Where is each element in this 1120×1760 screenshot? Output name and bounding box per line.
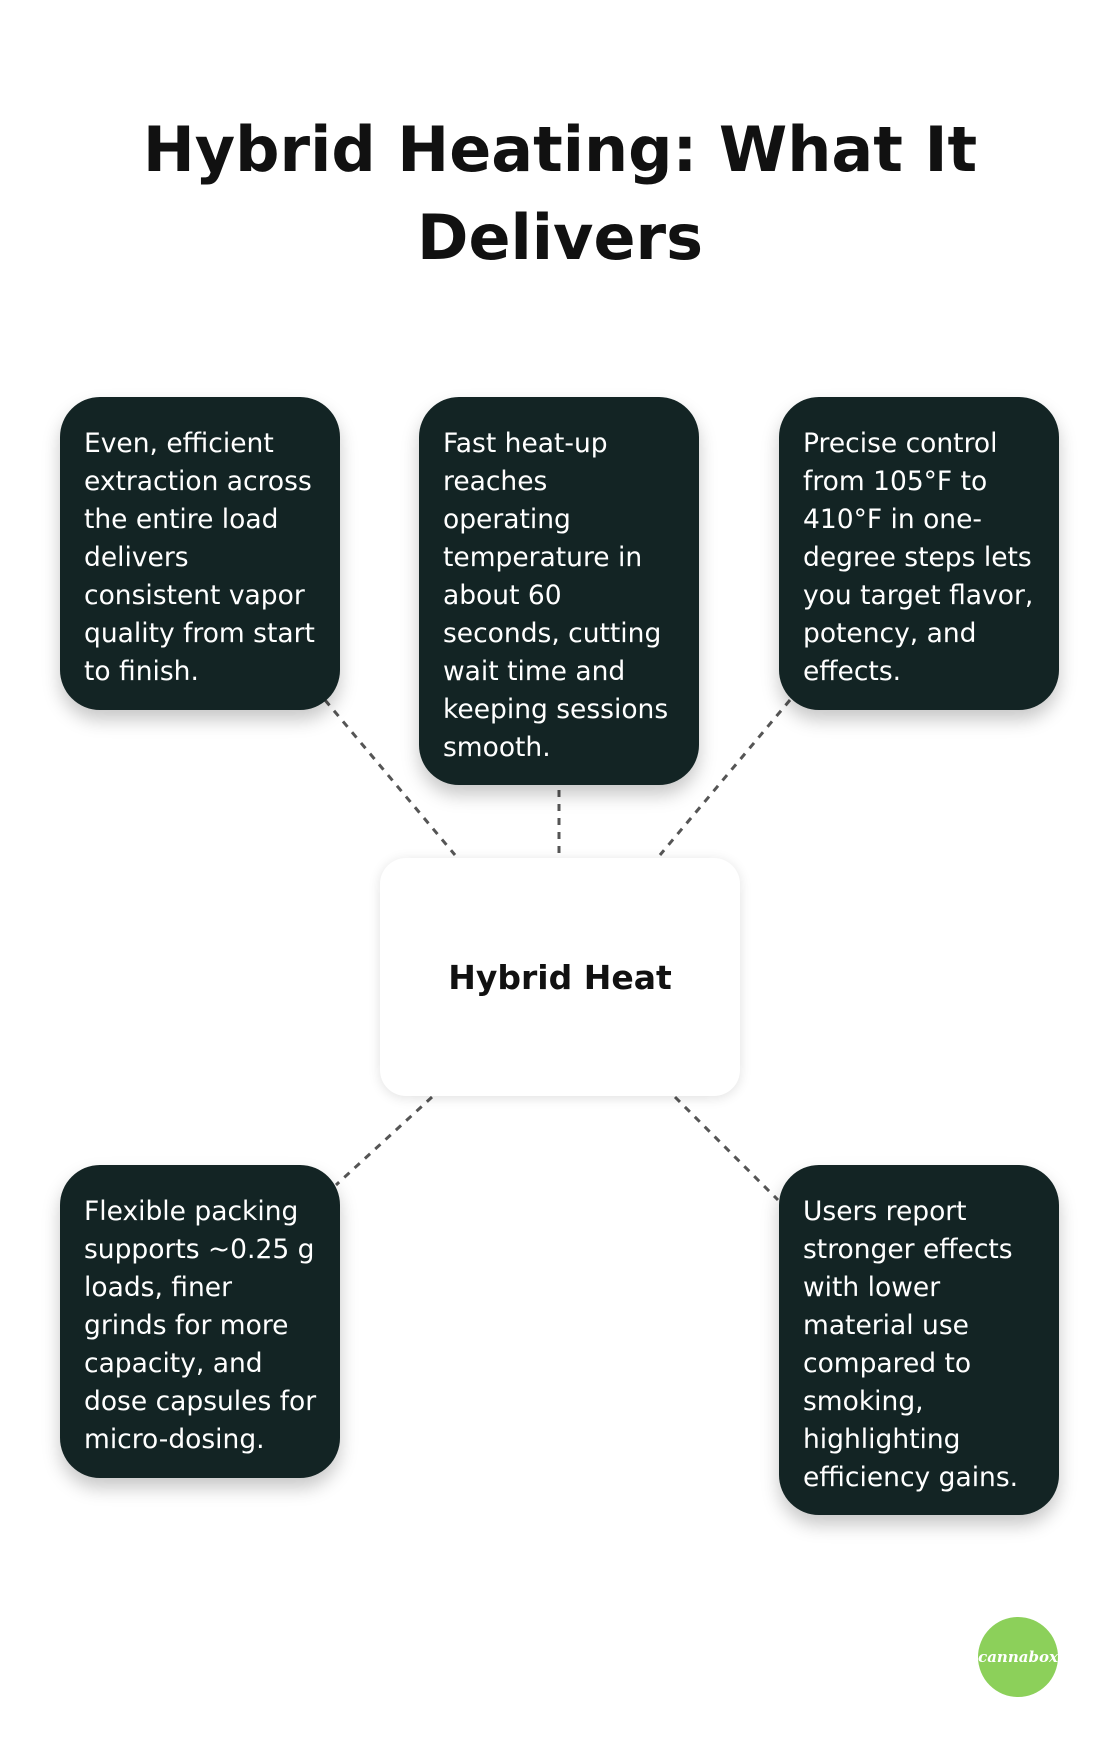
connector-bottom-left	[334, 1095, 434, 1187]
card-bottom-left: Flexible packing supports ~0.25 g loads,…	[60, 1165, 340, 1478]
card-top-middle: Fast heat-up reaches operating temperatu…	[419, 397, 699, 785]
brand-logo: cannabox	[978, 1617, 1058, 1697]
card-top-left: Even, efficient extraction across the en…	[60, 397, 340, 710]
center-label: Hybrid Heat	[448, 957, 672, 997]
card-bottom-right: Users report stronger effects with lower…	[779, 1165, 1059, 1515]
page-title: Hybrid Heating: What It Delivers	[142, 113, 978, 274]
logo-text: cannabox	[978, 1648, 1058, 1666]
connector-bottom-right	[673, 1095, 780, 1202]
center-node: Hybrid Heat	[380, 858, 740, 1096]
connector-top-left	[323, 699, 457, 856]
card-top-right: Precise control from 105°F to 410°F in o…	[779, 397, 1059, 710]
connector-top-right	[658, 699, 792, 856]
